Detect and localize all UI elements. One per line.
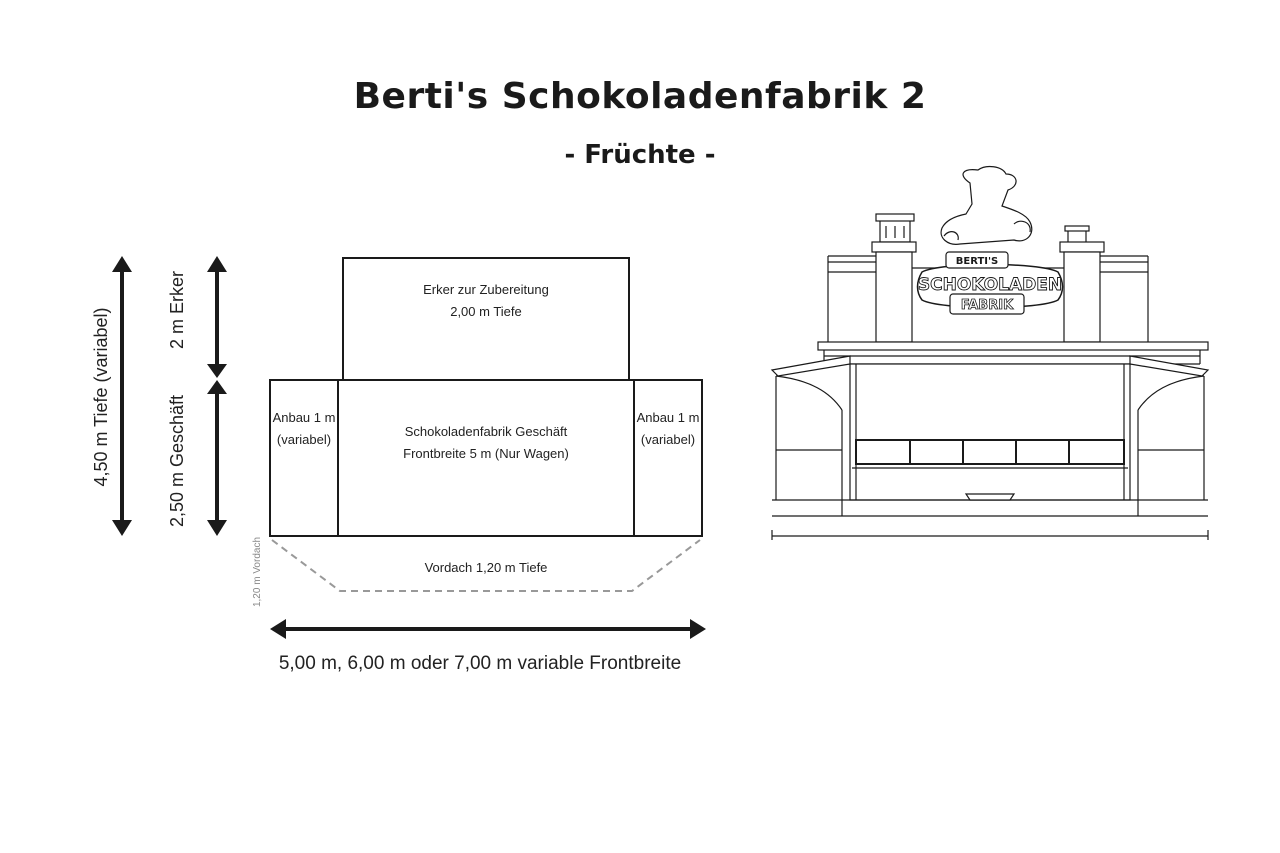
erker-depth-arrow: [207, 256, 227, 378]
vordach-outline: [271, 539, 701, 592]
erker-depth-label: 2 m Erker: [167, 271, 187, 350]
shop-depth-label: 2,50 m Geschäft: [167, 394, 187, 528]
front-width-label: 5,00 m, 6,00 m oder 7,00 m variable Fron…: [278, 653, 682, 674]
logo-text-top: BERTI'S: [956, 256, 999, 267]
erker-box: [342, 257, 630, 381]
shop-label: Schokoladenfabrik Geschäft Frontbreite 5…: [338, 421, 634, 465]
erker-label: Erker zur Zubereitung 2,00 m Tiefe: [343, 279, 629, 323]
logo-text-middle: SCHOKOLADEN: [918, 275, 1062, 295]
anbau-left-line1: Anbau 1 m: [272, 410, 336, 425]
total-depth-arrow: [112, 256, 132, 536]
logo-sign: BERTI'S SCHOKOLADEN FABRIK: [916, 251, 1064, 315]
shop-label-line1: Schokoladenfabrik Geschäft: [404, 424, 568, 439]
erker-label-line2: 2,00 m Tiefe: [450, 304, 522, 319]
total-depth-label: 4,50 m Tiefe (variabel): [91, 307, 111, 487]
shop-depth-arrow: [207, 380, 227, 536]
shop-label-line2: Frontbreite 5 m (Nur Wagen): [403, 446, 569, 461]
page-subtitle: - Früchte -: [564, 140, 716, 170]
anbau-right-label: Anbau 1 m (variabel): [634, 407, 702, 451]
anbau-left-line2: (variabel): [276, 432, 332, 447]
front-width-arrow: [270, 619, 706, 639]
front-elevation: [770, 165, 1210, 540]
page-title: Berti's Schokoladenfabrik 2: [353, 76, 927, 117]
anbau-right-line2: (variabel): [640, 432, 696, 447]
anbau-left-label: Anbau 1 m (variabel): [270, 407, 338, 451]
erker-label-line1: Erker zur Zubereitung: [423, 282, 549, 297]
logo-text-bottom: FABRIK: [961, 298, 1014, 313]
shop-box: [269, 379, 703, 537]
vordach-side-label: 1,20 m Vordach: [252, 536, 263, 608]
anbau-right-line1: Anbau 1 m: [636, 410, 700, 425]
vordach-label: Vordach 1,20 m Tiefe: [424, 560, 548, 575]
